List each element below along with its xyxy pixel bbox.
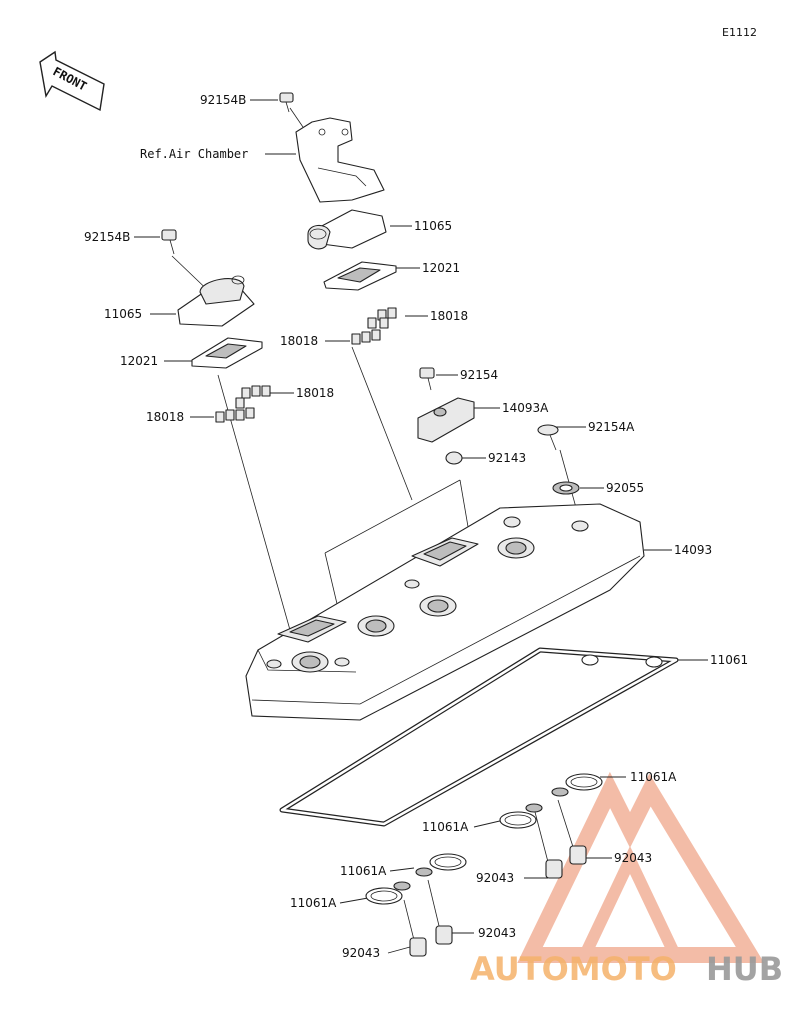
dowel-pin-92043-1 [569, 845, 587, 865]
label-gasket-11061a-4: 11061A [290, 896, 337, 910]
label-gasket-12021-right: 12021 [422, 261, 460, 275]
cover-14093a [417, 397, 475, 443]
seal-ring-11061a-3 [415, 853, 467, 877]
label-pin-92043-1: 92043 [614, 851, 652, 865]
label-cover-14093a: 14093A [502, 401, 549, 415]
label-pin-92043-3: 92043 [478, 926, 516, 940]
label-gasket-11061a-1: 11061A [630, 770, 677, 784]
gasket-12021-right [323, 261, 397, 291]
label-gasket-11061a-2: 11061A [422, 820, 469, 834]
cap-11065-left [177, 275, 255, 327]
label-bolt-92154b-left: 92154B [84, 230, 130, 244]
watermark-text-suffix: HUB [706, 950, 783, 988]
label-washer-92055: 92055 [606, 481, 644, 495]
label-pin-92043-4: 92043 [342, 946, 380, 960]
label-gasket-11061: 11061 [710, 653, 748, 667]
front-arrow-icon: FRONT [39, 50, 105, 112]
label-clips-18018-l2: 18018 [146, 410, 184, 424]
seal-ring-11061a-1 [551, 773, 603, 797]
leader-lines [134, 99, 708, 954]
label-bolt-92154b-top: 92154B [200, 93, 246, 107]
label-clips-18018-l1: 18018 [296, 386, 334, 400]
head-cover-gasket-11061 [279, 647, 679, 827]
washer-92055 [552, 481, 580, 495]
label-air-chamber: Ref.Air Chamber [140, 147, 248, 161]
label-pin-92043-2: 92043 [476, 871, 514, 885]
grommet-92143 [445, 451, 463, 465]
clips-18018-right-lower [351, 329, 381, 345]
air-chamber-bracket [295, 117, 385, 203]
dowel-pin-92043-2 [545, 859, 563, 879]
bolt-92154a [537, 424, 559, 451]
dowel-pin-92043-4 [409, 937, 427, 957]
label-clips-18018-r2: 18018 [280, 334, 318, 348]
label-bolt-92154: 92154 [460, 368, 498, 382]
seal-ring-11061a-2 [499, 803, 543, 829]
gasket-12021-left [191, 337, 263, 369]
label-bolt-92154a: 92154A [588, 420, 635, 434]
cap-11065-right [307, 209, 387, 250]
watermark-text-prefix: AUTOMOTO [470, 950, 677, 988]
label-cap-11065-right: 11065 [414, 219, 452, 233]
label-gasket-11061a-3: 11061A [340, 864, 387, 878]
label-cap-11065-left: 11065 [104, 307, 142, 321]
dowel-pin-92043-3 [435, 925, 453, 945]
bolt-92154b-left [161, 229, 177, 255]
clips-18018-left-lower [215, 407, 255, 423]
watermark-logo [517, 771, 765, 963]
cylinder-head-cover-14093 [245, 503, 645, 721]
clips-18018-left-upper [235, 385, 271, 409]
label-grommet-92143: 92143 [488, 451, 526, 465]
diagram-code: E1112 [722, 26, 757, 39]
seal-ring-11061a-4 [365, 881, 411, 905]
label-gasket-12021-left: 12021 [120, 354, 158, 368]
clips-18018-right-upper [367, 307, 397, 329]
bolt-92154b-top [279, 92, 294, 113]
label-cover-14093: 14093 [674, 543, 712, 557]
label-clips-18018-r1: 18018 [430, 309, 468, 323]
bolt-92154 [419, 367, 435, 391]
